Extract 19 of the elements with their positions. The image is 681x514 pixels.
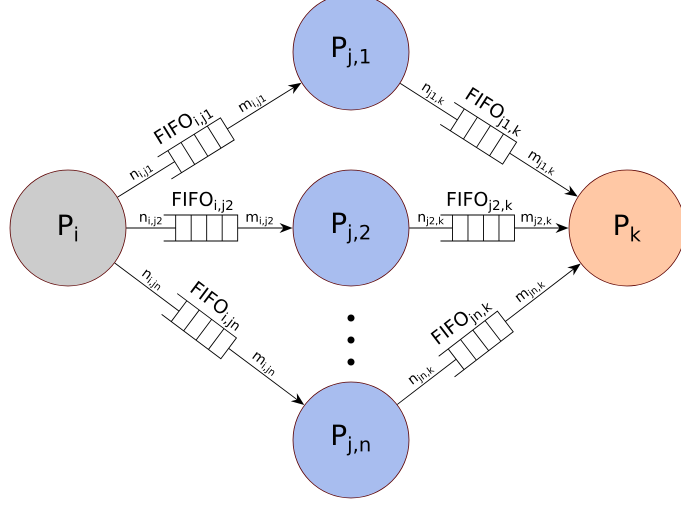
edge-label: m$_{i,j1}$ (238, 95, 266, 112)
connector-line (396, 358, 456, 405)
queue-label: FIFO$_{j2,k}$ (448, 192, 512, 213)
edge-label: n$_{i,j2}$ (140, 214, 162, 226)
edge-label: n$_{i,jn}$ (142, 269, 160, 290)
connector-line (114, 262, 180, 312)
edge-label: n$_{j1,k}$ (422, 83, 444, 106)
queue-label: FIFO$_{i,j1}$ (153, 109, 214, 144)
edge-label: m$_{jn,k}$ (515, 282, 546, 302)
edge-label: m$_{i,j2}$ (246, 214, 273, 226)
connector-line (117, 161, 175, 198)
edge-label: m$_{i,jn}$ (252, 352, 274, 376)
connector-line (400, 82, 458, 120)
queue-label: FIFO$_{i,j2}$ (173, 192, 232, 213)
edge-label: n$_{i,j1}$ (130, 165, 154, 180)
edge-label: n$_{jn,k}$ (408, 366, 435, 384)
queue-label: FIFO$_{j1,k}$ (465, 87, 522, 137)
edge-label: m$_{j2,k}$ (522, 214, 552, 226)
edge-label: n$_{j2,k}$ (418, 214, 444, 226)
